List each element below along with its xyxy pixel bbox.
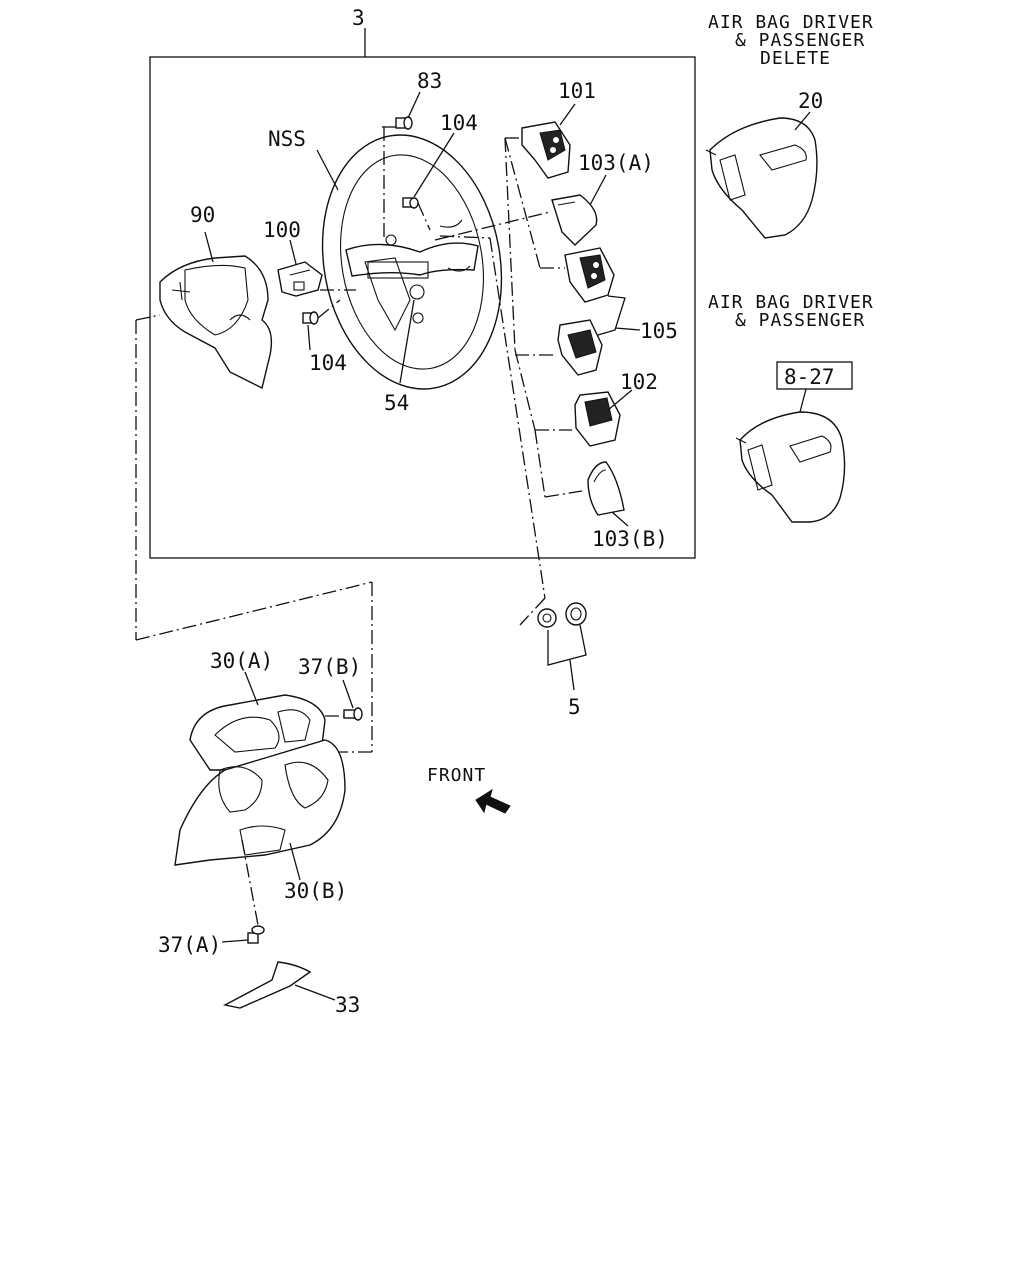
part-103a [551,194,598,246]
label-104-lower: 104 [309,351,347,375]
note-airbag-line1: AIR BAG DRIVER [708,292,874,313]
label-90: 90 [190,203,215,227]
label-nss: NSS [268,127,306,151]
label-front: FRONT [427,765,486,786]
label-30b: 30(B) [284,879,347,903]
label-37b: 37(B) [298,655,361,679]
label-102: 102 [620,370,658,394]
front-arrow-icon [475,788,511,814]
part-90-cover [159,255,273,390]
label-33: 33 [335,993,360,1017]
label-105: 105 [640,319,678,343]
note-delete-line3: DELETE [760,48,831,69]
part-100 [277,261,323,297]
bolt-104-top [402,197,419,209]
label-8-27: 8-27 [784,365,835,389]
label-101: 101 [558,79,596,103]
label-83: 83 [417,69,442,93]
steering-wheel [321,134,503,390]
part-33-pad [222,961,312,1009]
part-102-switch [574,391,621,447]
note-delete-line1: AIR BAG DRIVER [708,12,874,33]
part-101-switch [521,121,571,179]
label-3: 3 [352,6,365,30]
airbag-module [735,411,846,523]
part-103b [587,461,625,516]
screw-37b [343,707,363,721]
part-105-switch [564,247,615,303]
part-5 [537,602,587,628]
bolt-83 [395,116,413,130]
label-104-top: 104 [440,111,478,135]
ref-box-8-27 [776,361,853,390]
part-20-cover [705,117,818,239]
label-100: 100 [263,218,301,242]
assembly-frame [149,56,696,559]
part-30b-cover [174,739,346,866]
label-20: 20 [798,89,823,113]
label-103a: 103(A) [578,151,654,175]
screw-37a [247,925,265,944]
label-54: 54 [384,391,409,415]
label-30a: 30(A) [210,649,273,673]
label-5: 5 [568,695,581,719]
note-delete-line2: & PASSENGER [735,30,865,51]
leader-nss [316,149,339,191]
note-airbag-line2: & PASSENGER [735,310,865,331]
label-103b: 103(B) [592,527,668,551]
bolt-104-lower [302,311,319,325]
part-105b-switch [557,319,603,376]
label-37a: 37(A) [158,933,221,957]
leader-54 [399,299,415,384]
